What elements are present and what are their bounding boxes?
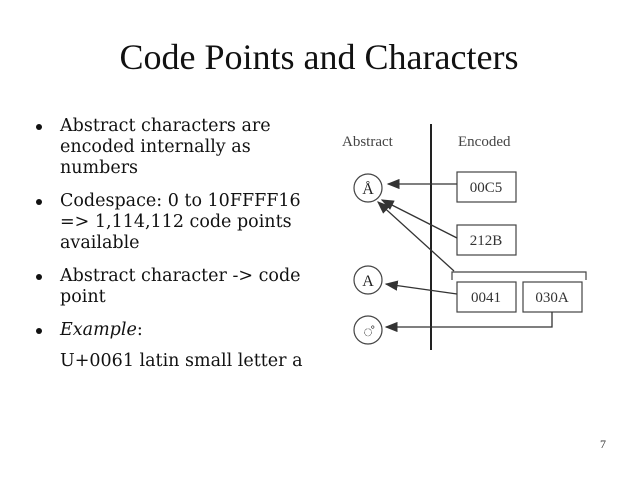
bullet-item: Codespace: 0 to 10FFFF16 => 1,114,112 co…	[36, 191, 326, 254]
encoded-column-label: Encoded	[458, 134, 511, 150]
bullet-item: Example:	[36, 320, 326, 341]
code-point-diagram: Abstract Encoded Å A ◌̊ 00C5 212B 0041 0…	[342, 124, 587, 350]
code-box-212B	[456, 224, 517, 256]
bullet-example-colon: :	[136, 320, 143, 340]
bullet-example-label: Example	[60, 320, 137, 340]
char-circle-combining-ring	[353, 315, 383, 345]
example-continuation: U+0061 latin small letter a	[60, 351, 303, 371]
bullet-text: Abstract character -> code point	[60, 266, 301, 307]
bullet-list: Abstract characters are encoded internal…	[36, 116, 326, 372]
code-box-030A	[522, 281, 583, 313]
code-box-00C5	[456, 171, 517, 203]
page-number: 7	[600, 437, 606, 451]
bullet-item: Abstract character -> code point	[36, 266, 326, 308]
bullet-dot	[36, 124, 42, 130]
bullet-item: Abstract characters are encoded internal…	[36, 116, 326, 179]
char-combining-ring: ◌̊	[363, 324, 375, 341]
code-box-00C5-label: 00C5	[470, 180, 503, 196]
code-box-0041	[456, 281, 517, 313]
code-box-212B-label: 212B	[470, 233, 503, 249]
bullet-dot	[36, 274, 42, 280]
char-a: A	[362, 273, 374, 290]
bullet-dot	[36, 199, 42, 205]
char-circle-a	[353, 265, 383, 295]
bullet-dot	[36, 328, 42, 334]
arrow-0041-to-a	[384, 280, 458, 295]
slide-title: Code Points and Characters	[119, 37, 519, 77]
bullet-text: Abstract characters are encoded internal…	[60, 116, 271, 178]
arrow-030A-to-combining-ring	[384, 312, 553, 333]
arrow-212B-to-a-ring	[380, 199, 458, 239]
sequence-bracket	[451, 271, 587, 280]
char-circle-a-ring	[353, 173, 383, 203]
code-box-030A-label: 030A	[535, 290, 569, 306]
abstract-column-label: Abstract	[342, 134, 394, 150]
arrow-sequence-to-a-ring	[377, 201, 455, 272]
bullet-text: Codespace: 0 to 10FFFF16 => 1,114,112 co…	[60, 191, 301, 253]
char-a-ring: Å	[362, 180, 374, 198]
code-box-0041-label: 0041	[471, 290, 501, 306]
